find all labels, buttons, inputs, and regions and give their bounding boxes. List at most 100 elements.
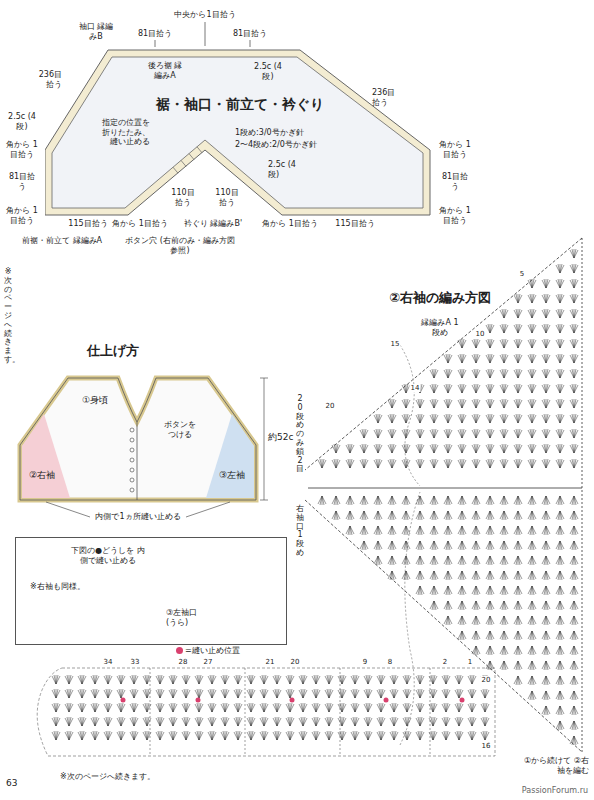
button (130, 488, 134, 492)
annotation: 角から 1目拾う (437, 140, 473, 159)
annotation: ※次のページへ続きます。 (60, 772, 155, 782)
annotation: ボタン穴 (右前のみ・編み方図参照) (125, 236, 235, 255)
section-title: 仕上げ方 (87, 343, 139, 359)
node-text: ③左袖口 (うら) (166, 608, 208, 627)
fold-mark (181, 160, 186, 166)
chart-outline (37, 668, 495, 756)
sleeve-chart (305, 238, 582, 752)
node-text: 1段め:3/0号かぎ針 (235, 128, 304, 138)
front-opening (137, 422, 138, 500)
annotation: 角から 1目拾う (4, 206, 40, 225)
body-area (52, 57, 423, 208)
annotation: 角から 1目拾う (112, 219, 168, 229)
leader-line (250, 40, 251, 47)
fan-stitch (52, 675, 489, 740)
repeat-line (245, 668, 246, 756)
annotation: 81目拾う (441, 172, 469, 191)
cuff-chart (37, 668, 495, 756)
legend-item: =縫い止め位置 (176, 645, 240, 656)
annotation: 右袖口1段め (296, 505, 304, 558)
finishing-garment (20, 378, 268, 517)
legend-text: =縫い止め位置 (185, 645, 240, 656)
leader-line (46, 502, 90, 517)
row-number: 20 (325, 402, 336, 410)
annotation: 2.5c (4段) (253, 62, 283, 81)
annotation: 約52c (268, 432, 293, 443)
repeat-line (430, 668, 431, 756)
annotation: 衿ぐり 縁編みB' (184, 219, 242, 229)
annotation: ①から続けて ②右袖を編む (522, 756, 590, 775)
annotation: 20段めのみ鎖2目 (296, 395, 304, 474)
annotation: 115目拾う (68, 219, 107, 229)
button (130, 448, 134, 452)
row-number: 2 (442, 658, 448, 666)
left-sleeve-area (206, 414, 254, 498)
dimension-line (260, 378, 268, 500)
annotation: 2.5c (4段) (268, 160, 298, 179)
annotation: 角から 1目拾う (262, 219, 318, 229)
row-number: 9 (362, 658, 368, 666)
node-heading: 裾・袖口・前立て・衿ぐり (156, 96, 324, 113)
button (130, 438, 134, 442)
annotation: 81目拾う (8, 172, 36, 191)
fold-mark (197, 147, 202, 153)
repeat-line (150, 668, 151, 756)
annotation: 63 (6, 778, 17, 789)
dimension-tick (260, 378, 268, 379)
sleeve-curve (400, 492, 420, 745)
row-number: 28 (178, 658, 189, 666)
node-text: 2〜4段め:2/0号かぎ針 (235, 140, 317, 150)
row-number: 34 (103, 658, 114, 666)
row-number: 21 (265, 658, 276, 666)
garment-band (20, 378, 256, 500)
chart-edge (305, 238, 582, 470)
center-line (308, 488, 582, 489)
stitch-dot (121, 698, 126, 703)
annotation: ボタンを つける (162, 420, 198, 439)
leader-line (205, 22, 206, 46)
row-number: 27 (203, 658, 214, 666)
stitch-dot (290, 698, 295, 703)
annotation: 115目拾う (335, 219, 374, 229)
button (130, 478, 134, 482)
annotation: 内側で1ヵ所縫い止める (95, 512, 180, 522)
stitch-dot (384, 698, 389, 703)
row-number: 1 (467, 658, 473, 666)
annotation: ③左袖 (219, 470, 245, 481)
right-sleeve-area (22, 414, 70, 498)
buttons (130, 428, 134, 492)
annotation: 前裾・前立て 縁編みA (22, 236, 102, 246)
annotation: 縁編みA 1段め (419, 318, 461, 337)
detail-inset: 下図の●どうしを 内側で縫い止める※右袖も同様。③左袖口 (うら) (15, 537, 287, 645)
row-number: 5 (519, 270, 525, 278)
fold-mark (189, 154, 194, 160)
section-title: ②右袖の編み方図 (389, 290, 491, 306)
fan-stitch (318, 249, 578, 468)
annotation: 110目拾う (215, 188, 239, 207)
stitch-dot (196, 698, 201, 703)
annotation: 角から 1目拾う (437, 206, 473, 225)
row-number: 15 (390, 340, 401, 348)
row-number: 14 (410, 384, 421, 392)
annotation: ①身頃 (82, 395, 108, 406)
stitch-dot (460, 698, 465, 703)
annotation: 81目拾う (138, 29, 172, 39)
button (130, 428, 134, 432)
annotation: 後ろ裾 縁編みA (145, 61, 185, 80)
annotation: 角から 1目拾う (4, 140, 40, 159)
chart-edge (305, 500, 582, 752)
row-number: 33 (130, 658, 141, 666)
row-number: 20 (290, 658, 301, 666)
annotation: 2.5c (4段) (7, 112, 37, 131)
edging-band (45, 50, 430, 215)
annotation: 236目拾う (372, 88, 400, 107)
leader-line (186, 502, 230, 517)
leader-line (155, 40, 156, 47)
stitch-symbols (52, 249, 578, 745)
node-heading: 下図の●どうしを 内側で縫い止める (68, 546, 148, 565)
annotation: 81目拾う (233, 29, 267, 39)
fold-mark (173, 167, 178, 173)
garment-outline (20, 378, 256, 500)
annotation: ②右袖 (29, 470, 55, 481)
